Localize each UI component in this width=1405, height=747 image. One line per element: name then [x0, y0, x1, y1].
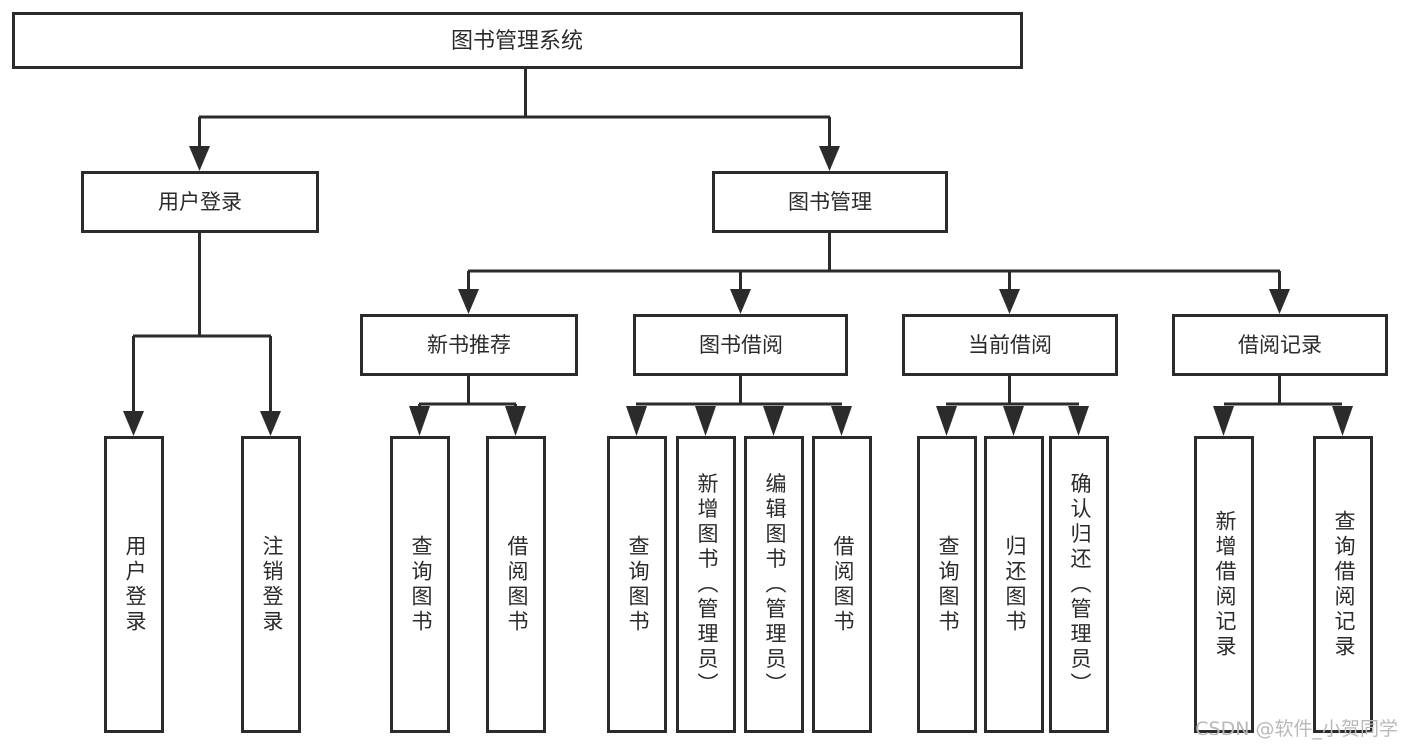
node-leaf-query-record-box[interactable]: [1313, 436, 1373, 733]
node-book-borrow-label: 图书借阅: [699, 333, 783, 357]
node-root-box[interactable]: [12, 12, 1023, 69]
node-user-login-label: 用户登录: [158, 190, 242, 214]
node-leaf-user-logout-box[interactable]: [241, 436, 301, 733]
node-leaf-add-record-label: 新增借阅记录: [1213, 510, 1237, 660]
node-leaf-user-login[interactable]: 用户登录: [104, 436, 164, 733]
connector-group: [123, 68, 1353, 436]
node-book-management[interactable]: 图书管理: [712, 171, 948, 233]
node-current-borrow[interactable]: 当前借阅: [902, 314, 1118, 376]
arrowhead-current-borrow: [999, 289, 1020, 314]
node-leaf-confirm-return[interactable]: 确认归还（管理员）: [1049, 436, 1109, 733]
node-leaf-return-book[interactable]: 归还图书: [984, 436, 1044, 733]
node-root[interactable]: 图书管理系统: [12, 12, 1023, 69]
arrowhead-user-login: [189, 146, 210, 171]
node-leaf-edit-book[interactable]: 编辑图书（管理员）: [744, 436, 804, 733]
arrowhead-borrow-record: [1269, 289, 1290, 314]
watermark-label: CSDN @软件_小贺同学: [1195, 718, 1398, 740]
arrowhead-book-management: [819, 146, 840, 171]
node-leaf-user-logout-label: 注销登录: [260, 535, 284, 635]
node-leaf-borrow-book-1-box[interactable]: [486, 436, 546, 733]
node-leaf-user-logout[interactable]: 注销登录: [241, 436, 301, 733]
node-user-login[interactable]: 用户登录: [81, 171, 319, 233]
node-borrow-record-label: 借阅记录: [1238, 333, 1322, 357]
node-leaf-query-record[interactable]: 查询借阅记录: [1313, 436, 1373, 733]
node-leaf-confirm-return-box[interactable]: [1049, 436, 1109, 733]
arrowhead-leaf-query-book-3: [936, 406, 957, 436]
arrowhead-leaf-borrow-book-2: [831, 406, 852, 436]
arrowhead-leaf-query-record: [1332, 406, 1353, 436]
node-leaf-add-book[interactable]: 新增图书（管理员）: [676, 436, 736, 733]
node-leaf-query-book-1-box[interactable]: [390, 436, 450, 733]
node-leaf-borrow-book-2-label: 借阅图书: [831, 535, 855, 635]
arrowhead-leaf-query-book-1: [409, 406, 430, 436]
node-leaf-add-record-box[interactable]: [1194, 436, 1254, 733]
node-leaf-add-book-box[interactable]: [676, 436, 736, 733]
node-root-label: 图书管理系统: [451, 29, 583, 54]
arrowhead-leaf-edit-book: [763, 406, 784, 436]
node-book-borrow[interactable]: 图书借阅: [633, 314, 848, 376]
arrowhead-leaf-confirm-return: [1068, 406, 1089, 436]
node-leaf-edit-book-label: 编辑图书（管理员）: [763, 473, 787, 698]
node-leaf-borrow-book-2-box[interactable]: [812, 436, 872, 733]
node-borrow-record-box[interactable]: [1172, 314, 1388, 376]
node-current-borrow-box[interactable]: [902, 314, 1118, 376]
arrowhead-book-borrow: [730, 289, 751, 314]
node-leaf-query-book-3[interactable]: 查询图书: [917, 436, 977, 733]
node-leaf-query-book-1-label: 查询图书: [409, 535, 433, 635]
arrowhead-leaf-return-book: [1003, 406, 1024, 436]
node-leaf-user-login-box[interactable]: [104, 436, 164, 733]
node-leaf-add-book-label: 新增图书（管理员）: [695, 473, 719, 698]
node-book-borrow-box[interactable]: [633, 314, 848, 376]
node-leaf-query-book-3-box[interactable]: [917, 436, 977, 733]
arrowhead-leaf-user-login: [123, 411, 144, 436]
node-leaf-user-login-label: 用户登录: [123, 535, 147, 635]
node-book-management-box[interactable]: [712, 171, 948, 233]
arrowhead-leaf-borrow-book-1: [505, 406, 526, 436]
node-leaf-add-record[interactable]: 新增借阅记录: [1194, 436, 1254, 733]
node-leaf-query-record-label: 查询借阅记录: [1332, 510, 1356, 660]
node-new-book-recommend[interactable]: 新书推荐: [360, 314, 578, 376]
arrowhead-leaf-user-logout: [260, 411, 281, 436]
node-book-management-label: 图书管理: [788, 190, 872, 214]
node-leaf-borrow-book-2[interactable]: 借阅图书: [812, 436, 872, 733]
node-leaf-borrow-book-1-label: 借阅图书: [505, 535, 529, 635]
arrowhead-leaf-add-book: [695, 406, 716, 436]
arrowhead-new-book-recommend: [458, 289, 479, 314]
arrowhead-leaf-query-book-2: [626, 406, 647, 436]
node-user-login-box[interactable]: [81, 171, 319, 233]
node-leaf-edit-book-box[interactable]: [744, 436, 804, 733]
node-leaf-query-book-2-label: 查询图书: [626, 535, 650, 635]
node-leaf-query-book-1[interactable]: 查询图书: [390, 436, 450, 733]
node-new-book-recommend-label: 新书推荐: [427, 333, 511, 357]
node-leaf-query-book-3-label: 查询图书: [936, 535, 960, 635]
node-leaf-query-book-2[interactable]: 查询图书: [607, 436, 667, 733]
node-leaf-borrow-book-1[interactable]: 借阅图书: [486, 436, 546, 733]
node-leaf-confirm-return-label: 确认归还（管理员）: [1068, 473, 1092, 698]
node-leaf-query-book-2-box[interactable]: [607, 436, 667, 733]
node-borrow-record[interactable]: 借阅记录: [1172, 314, 1388, 376]
node-leaf-return-book-label: 归还图书: [1003, 535, 1027, 635]
node-leaf-return-book-box[interactable]: [984, 436, 1044, 733]
arrowhead-leaf-add-record: [1213, 406, 1234, 436]
node-current-borrow-label: 当前借阅: [968, 333, 1052, 357]
node-new-book-recommend-box[interactable]: [360, 314, 578, 376]
